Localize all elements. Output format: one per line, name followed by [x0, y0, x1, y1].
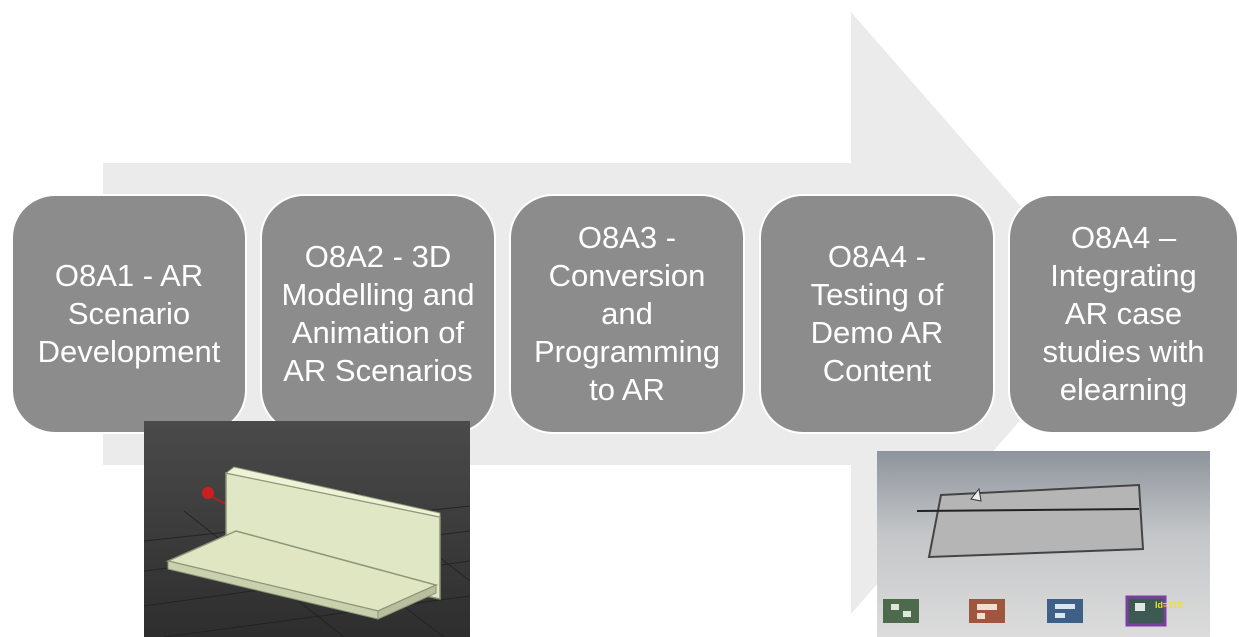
step-label-5: O8A4 – Integrating AR case studies with … [1042, 220, 1205, 407]
3d-modelling-viewport-image [144, 421, 470, 637]
step-box-4: O8A4 - Testing of Demo AR Content [759, 194, 995, 434]
step-label-1: O8A1 - AR Scenario Development [37, 258, 221, 369]
step-box-1: O8A1 - AR Scenario Development [11, 194, 247, 434]
step-box-2: O8A2 - 3D Modelling and Animation of AR … [260, 194, 496, 434]
step-box-3: O8A3 - Conversion and Programming to AR [509, 194, 745, 434]
ar-marker-test-photo: Id=110 [877, 451, 1210, 637]
step-label-2: O8A2 - 3D Modelling and Animation of AR … [281, 239, 475, 388]
step-label-3: O8A3 - Conversion and Programming to AR [533, 220, 721, 407]
ar-markers [883, 595, 1167, 627]
step-box-5: O8A4 – Integrating AR case studies with … [1008, 194, 1239, 434]
marker-id-label: Id=110 [1155, 600, 1183, 610]
step-label-4: O8A4 - Testing of Demo AR Content [810, 239, 944, 388]
